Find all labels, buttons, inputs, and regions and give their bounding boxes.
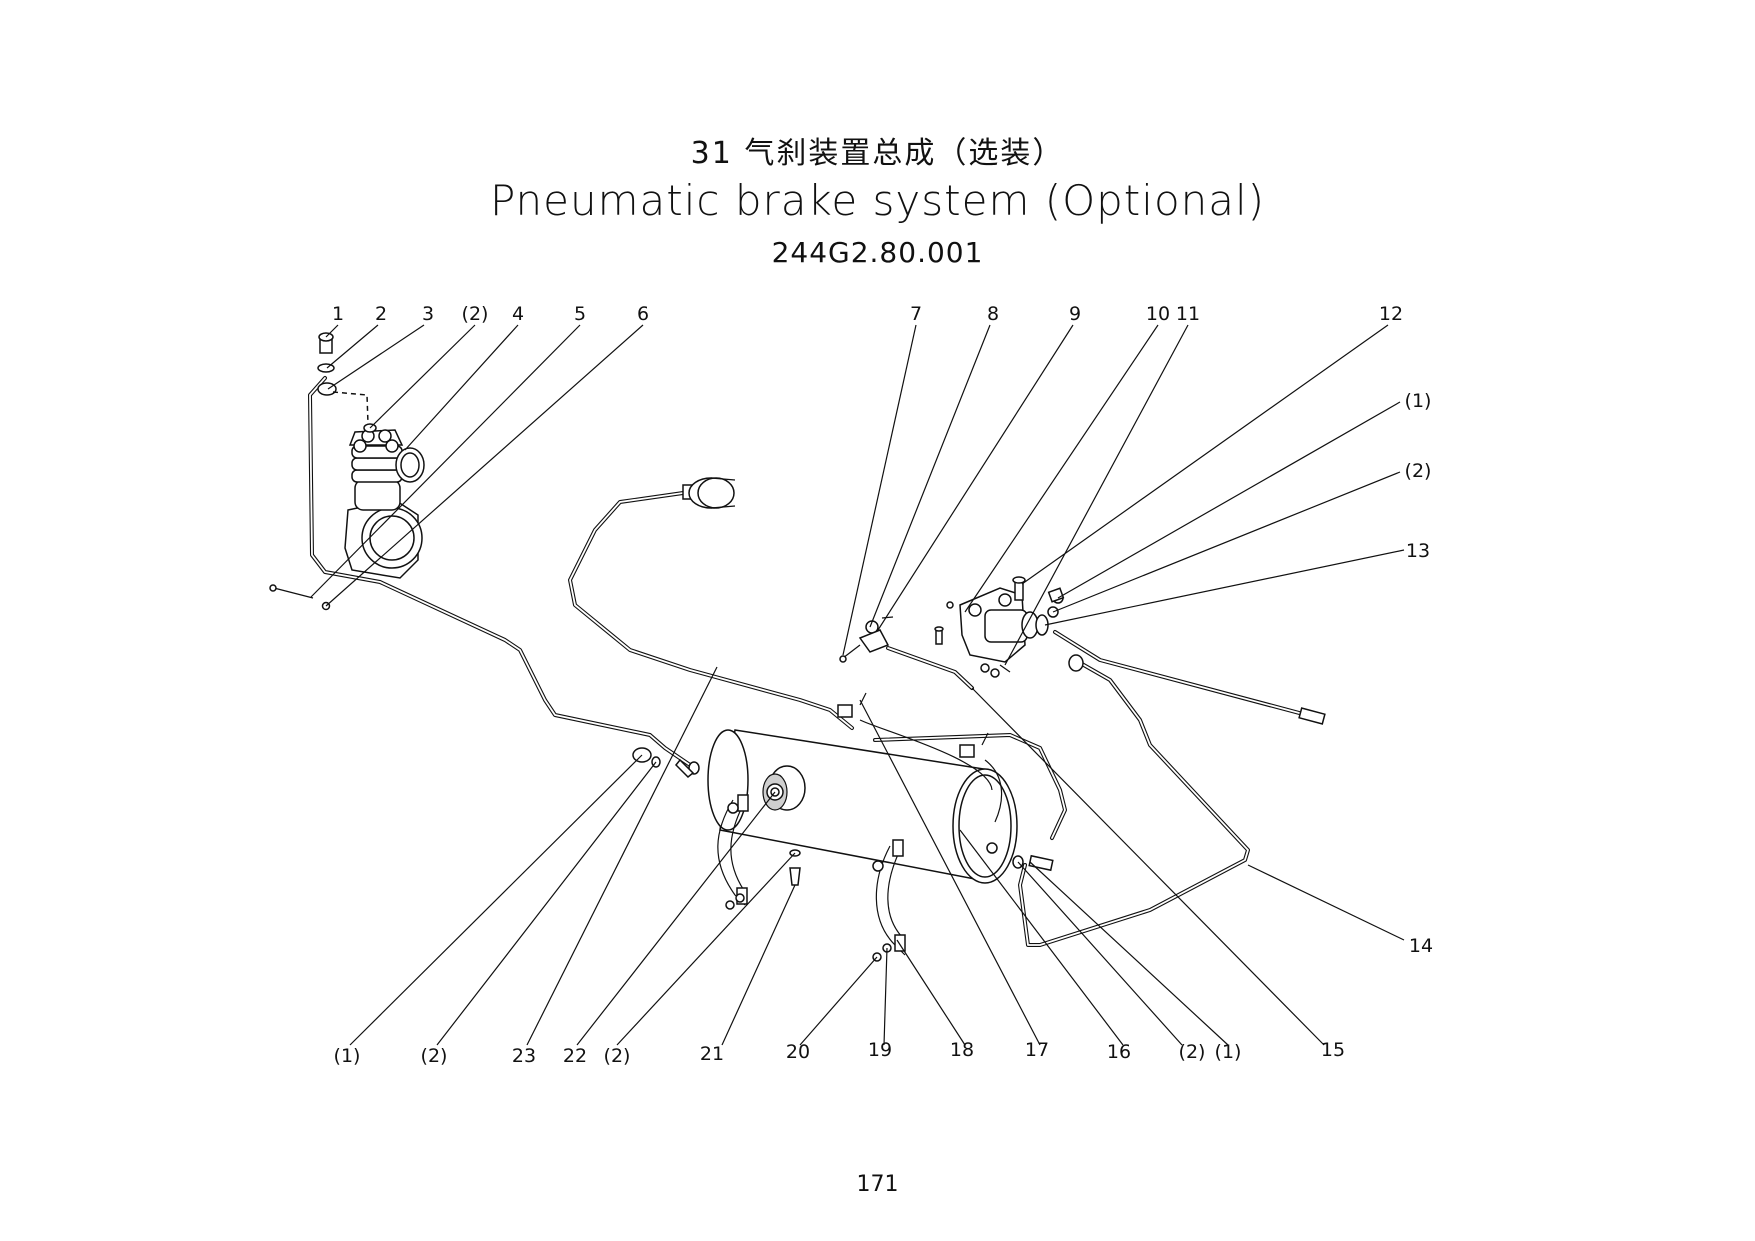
callout-2-ref-b: (2)	[1405, 460, 1432, 482]
callout-5: 5	[574, 303, 586, 325]
callout-1-ref-b: (1)	[1405, 390, 1432, 412]
callout-2-ref-c: (2)	[1179, 1041, 1206, 1063]
callout-1: 1	[332, 303, 344, 325]
drawing-number: 244G2.80.001	[771, 236, 984, 269]
callout-16: 16	[1107, 1041, 1131, 1063]
callout-2: 2	[375, 303, 387, 325]
callout-17: 17	[1025, 1039, 1049, 1061]
callout-11: 11	[1176, 303, 1200, 325]
callout-10: 10	[1146, 303, 1170, 325]
hose-end	[1298, 707, 1326, 725]
callout-20: 20	[786, 1041, 810, 1063]
callout-6: 6	[637, 303, 649, 325]
pipe-gauge-line	[568, 490, 854, 730]
diagram-title-chinese: 31 气刹装置总成（选装）	[690, 136, 1065, 171]
callout-4: 4	[512, 303, 524, 325]
callout-9: 9	[1069, 303, 1081, 325]
pipe-link	[886, 646, 974, 690]
pressure-gauge	[682, 477, 736, 509]
mounting-bolt	[273, 587, 314, 599]
callout-labels: 1 2 3 (2) 4 5 6 7 8 9 10 11 12 (1) (2) 1…	[332, 303, 1433, 1067]
callout-15: 15	[1321, 1039, 1345, 1061]
callout-21: 21	[700, 1043, 724, 1065]
callout-2-ref-d: (2)	[604, 1045, 631, 1067]
air-tank	[707, 692, 1018, 962]
callout-7: 7	[910, 303, 922, 325]
unloader-valve	[839, 576, 1084, 678]
callout-18: 18	[950, 1039, 974, 1061]
diagram-title-english: Pneumatic brake system (Optional)	[489, 176, 1266, 225]
callout-22: 22	[563, 1045, 587, 1067]
callout-14: 14	[1409, 935, 1433, 957]
pipe-valve-outlet	[1053, 630, 1320, 720]
callout-13: 13	[1406, 540, 1430, 562]
air-compressor	[344, 429, 425, 579]
callout-8: 8	[987, 303, 999, 325]
callout-1-ref-e: (1)	[334, 1045, 361, 1067]
callout-19: 19	[868, 1039, 892, 1061]
pipes	[308, 376, 1326, 947]
callout-2-ref-a: (2)	[462, 303, 489, 325]
callout-23: 23	[512, 1045, 536, 1067]
callout-3: 3	[422, 303, 434, 325]
page-number: 171	[856, 1172, 899, 1197]
leader-lines	[310, 324, 1405, 1046]
callout-2-ref-e: (2)	[421, 1045, 448, 1067]
callout-12: 12	[1379, 303, 1403, 325]
callout-1-ref-c: (1)	[1215, 1041, 1242, 1063]
washer	[317, 363, 335, 373]
